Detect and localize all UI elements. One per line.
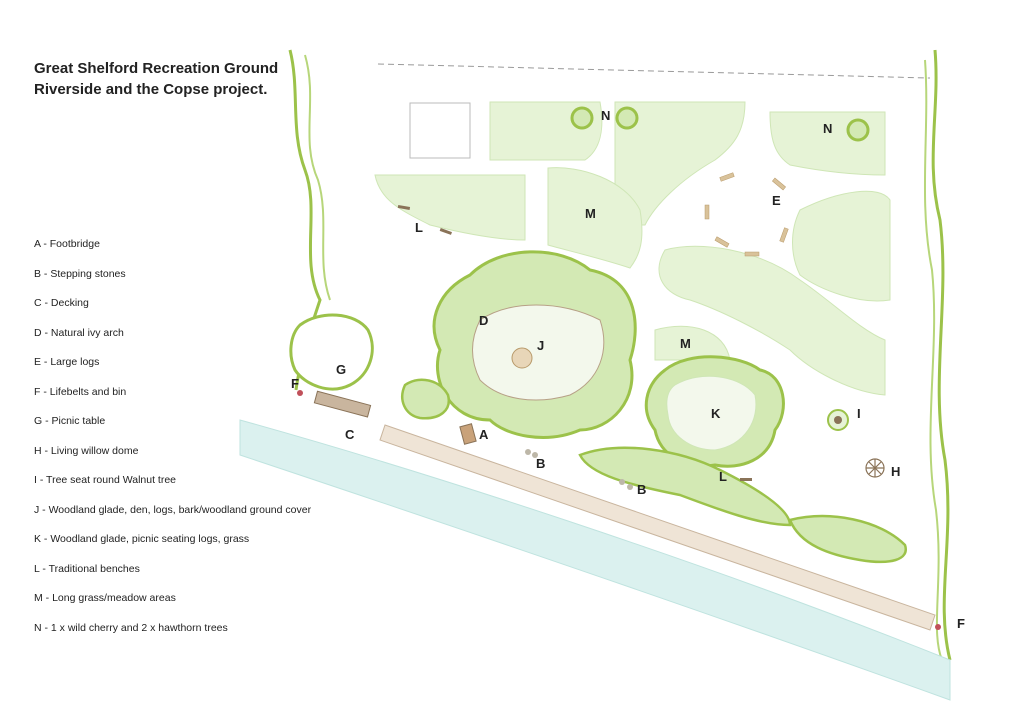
decking — [313, 390, 372, 418]
map-label-b1: B — [536, 456, 546, 471]
map-label-c: C — [345, 427, 355, 442]
bench-l2 — [439, 228, 452, 235]
legend-item-d: D - Natural ivy arch — [34, 326, 124, 339]
map-label-g: G — [336, 362, 347, 377]
title-line-2: Riverside and the Copse project. — [34, 81, 268, 98]
map-label-m1: M — [585, 206, 596, 221]
meadow-block-centre-right — [658, 245, 886, 396]
riverside-hedge-middle — [578, 446, 792, 527]
footbridge — [459, 423, 477, 445]
meadow-block-right-middle — [792, 190, 891, 302]
legend-item-k: K - Woodland glade, picnic seating logs,… — [34, 533, 250, 545]
map-label-m2: M — [680, 336, 691, 351]
willow-dome — [865, 458, 885, 478]
map-label-k: K — [711, 406, 721, 421]
tree-n1 — [570, 106, 594, 130]
site-boundary — [377, 63, 931, 79]
map-label-l2: L — [719, 469, 727, 484]
legend-item-a: A - Footbridge — [34, 238, 100, 250]
legend-item-e: E - Large logs — [34, 356, 100, 368]
lifebelt-f1 — [297, 390, 303, 396]
meadow-block-top-middle — [614, 101, 746, 226]
tree-n3 — [846, 118, 870, 142]
bench-l3 — [740, 478, 752, 481]
map-label-b2: B — [637, 482, 647, 497]
legend-item-l: L - Traditional benches — [34, 562, 140, 575]
square-plot — [409, 102, 471, 159]
large-logs-circle — [704, 172, 789, 257]
picnic-area-g — [289, 313, 374, 391]
stepping-stones-b1 — [525, 449, 538, 458]
map-label-f1: F — [291, 376, 299, 391]
lifebelt-f2 — [935, 624, 941, 630]
page-title: Great Shelford Recreation Ground Riversi… — [34, 58, 278, 100]
legend-item-f: F - Lifebelts and bin — [34, 385, 127, 398]
riverside-hedge-right — [788, 514, 907, 564]
map-label-i: I — [857, 406, 861, 421]
title-line-1: Great Shelford Recreation Ground — [34, 60, 279, 77]
stepping-stones-b2 — [619, 479, 633, 490]
legend-item-i: I - Tree seat round Walnut tree — [34, 474, 177, 486]
map-label-j: J — [537, 338, 545, 353]
map-label-n2: N — [823, 121, 833, 136]
right-hedge — [931, 49, 952, 661]
legend-item-h: H - Living willow dome — [34, 444, 139, 457]
map-label-e: E — [772, 193, 781, 208]
map-label-a: A — [479, 427, 489, 442]
riverside-hedge-left — [401, 378, 451, 420]
map-label-f2: F — [957, 616, 965, 631]
legend-item-g: G - Picnic table — [34, 415, 106, 427]
legend-item-c: C - Decking — [34, 297, 89, 309]
map-label-h: H — [891, 464, 901, 479]
legend: A - Footbridge B - Stepping stones C - D… — [34, 238, 311, 651]
river — [239, 419, 951, 701]
legend-item-j: J - Woodland glade, den, logs, bark/wood… — [34, 503, 312, 516]
meadow-block-m-lower — [654, 325, 731, 361]
den — [511, 347, 533, 369]
map-label-n1: N — [601, 108, 611, 123]
bench-l1 — [397, 204, 411, 211]
legend-item-m: M - Long grass/meadow areas — [34, 592, 176, 604]
legend-item-b: B - Stepping stones — [34, 267, 126, 280]
meadow-block-upper-left — [374, 174, 526, 241]
meadow-block-m — [547, 167, 643, 269]
riverside-path — [379, 424, 936, 631]
map-label-l1: L — [415, 220, 423, 235]
map-label-d: D — [479, 313, 489, 328]
legend-item-n: N - 1 x wild cherry and 2 x hawthorn tre… — [34, 621, 228, 634]
tree-n2 — [615, 106, 639, 130]
